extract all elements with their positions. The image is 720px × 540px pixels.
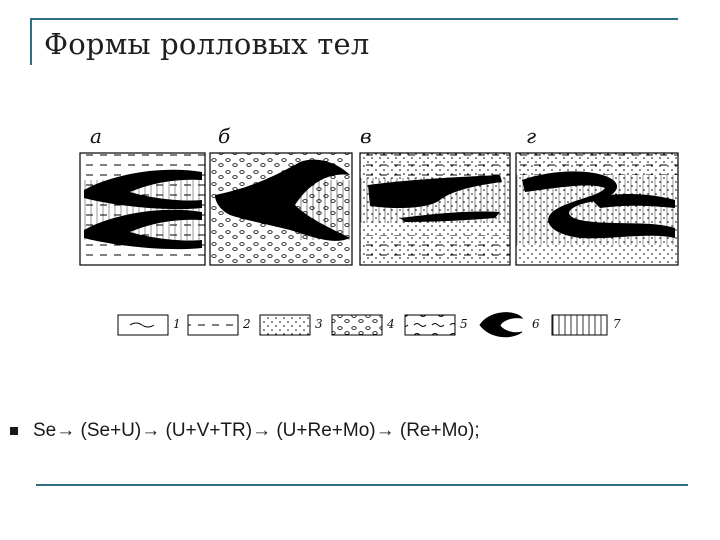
- panel-letter-g: г: [526, 124, 537, 148]
- bullet-square-icon: [10, 427, 18, 435]
- legend-label-3: 3: [315, 317, 323, 331]
- frame-vertical-line: [30, 18, 32, 65]
- roll-body-a1: [84, 169, 202, 210]
- slide-title: Формы ролловых тел: [44, 27, 370, 61]
- roll-body-g2: [590, 194, 675, 208]
- panel-a: [79, 152, 206, 266]
- panel-letter-v: в: [360, 124, 372, 148]
- legend-label-4: 4: [387, 317, 395, 331]
- legend-label-1: 1: [173, 317, 181, 331]
- panel-letter-a: а: [90, 124, 102, 148]
- roll-forms-figure: а б в г 1 2 3 4 5 6 7: [70, 120, 690, 360]
- legend-label-6: 6: [532, 317, 540, 331]
- element-sequence-text: Se→ (Se+U)→ (U+V+TR)→ (U+Re+Mo)→ (Re+Mo)…: [33, 420, 480, 441]
- frame-top-line: [30, 18, 678, 20]
- panel-v: [359, 152, 511, 266]
- legend-label-2: 2: [243, 317, 251, 331]
- legend-label-7: 7: [613, 317, 621, 331]
- legend: [117, 312, 608, 338]
- roll-body-v2: [400, 211, 500, 222]
- frame-bottom-line: [36, 484, 688, 486]
- panel-b: [209, 152, 353, 266]
- bullet-item: Se→ (Se+U)→ (U+V+TR)→ (U+Re+Mo)→ (Re+Mo)…: [10, 420, 700, 446]
- legend-label-5: 5: [460, 317, 468, 331]
- roll-body-g: [522, 171, 675, 239]
- panel-g: [515, 152, 679, 266]
- panel-letter-b: б: [218, 124, 231, 148]
- roll-forms-drawing: [79, 152, 679, 338]
- roll-body-v1: [368, 175, 502, 208]
- roll-body-a2: [84, 209, 202, 250]
- roll-body-b: [215, 159, 350, 241]
